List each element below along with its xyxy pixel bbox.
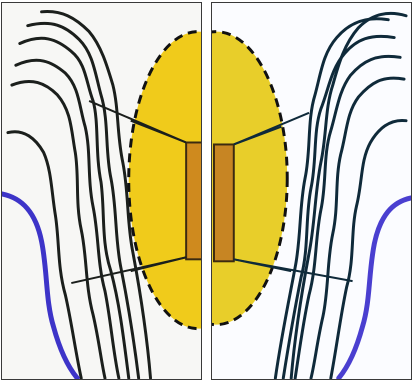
right-diagram — [212, 3, 411, 379]
right-panel — [211, 2, 412, 380]
left-panel — [1, 2, 202, 380]
left-contour-curve — [2, 194, 77, 378]
left-vertical-bar — [186, 142, 201, 259]
right-contour-curve — [339, 198, 411, 378]
left-diagram — [2, 3, 201, 379]
right-wavy-fiber-lines — [275, 13, 406, 378]
right-vertical-bar — [214, 144, 234, 261]
